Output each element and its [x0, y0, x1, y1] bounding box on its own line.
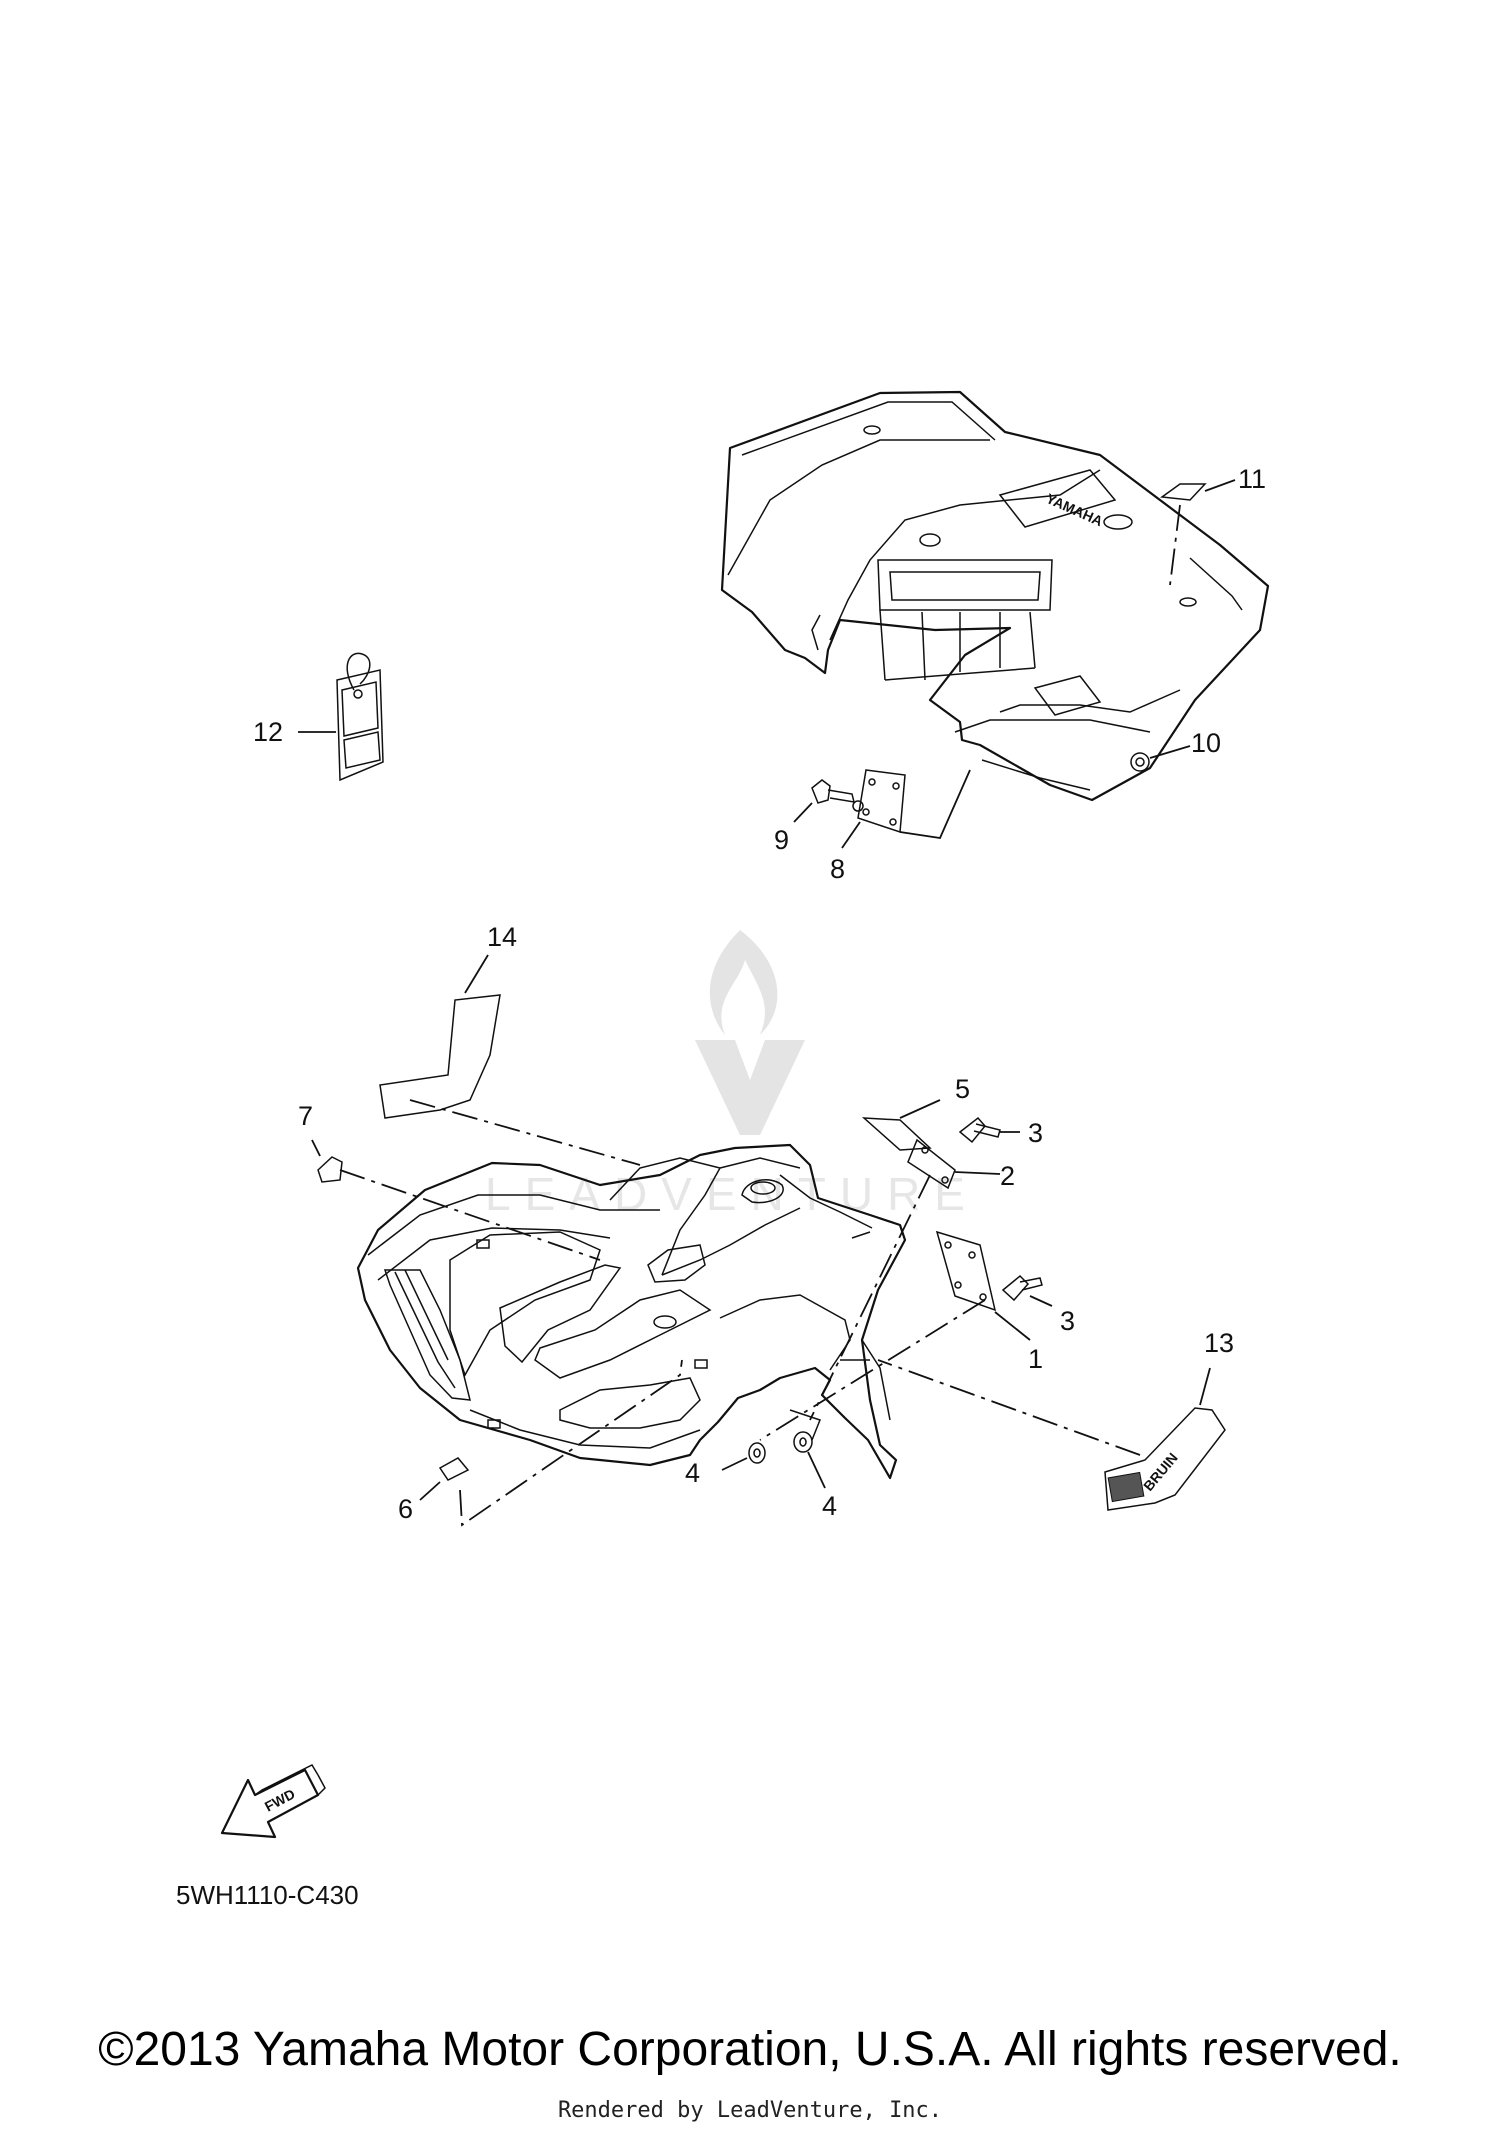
part-3-rivet-top: [958, 1116, 1001, 1144]
front-fender: [356, 1143, 907, 1480]
part-1-plate: [935, 1230, 997, 1312]
rear-fender: YAMAHA: [720, 390, 1270, 802]
callout-7: 7: [298, 1101, 313, 1131]
part-4-grommet-right: [793, 1431, 813, 1453]
callout-10: 10: [1191, 728, 1221, 758]
callout-9: 9: [774, 825, 789, 855]
leadventure-watermark: LEADVENTURE: [485, 930, 979, 1220]
part-10-grommet: [1130, 752, 1150, 772]
callout-2: 2: [1000, 1161, 1015, 1191]
part-6-decal: [438, 1457, 470, 1481]
part-14-decal: [379, 994, 501, 1119]
callout-4-right: 4: [822, 1491, 837, 1521]
part-7-decal: [317, 1156, 343, 1183]
callout-1: 1: [1028, 1344, 1043, 1374]
part-9-rivet: [811, 779, 864, 812]
fwd-arrow-icon: FWD: [220, 1764, 326, 1839]
part-4-grommet-left: [748, 1442, 766, 1464]
rendered-by-credit: Rendered by LeadVenture, Inc.: [557, 2098, 943, 2123]
callout-12: 12: [253, 717, 283, 747]
watermark-flame-icon: [709, 930, 778, 1035]
callout-3-top: 3: [1028, 1118, 1043, 1148]
bruin-decal-text: BRUIN: [1140, 1450, 1181, 1494]
callout-11: 11: [1238, 464, 1266, 494]
callout-4-left: 4: [685, 1458, 700, 1488]
callout-5: 5: [955, 1074, 970, 1104]
part-2-plate: [907, 1138, 956, 1190]
part-5-decal: [861, 1117, 932, 1151]
callout-8: 8: [830, 854, 845, 884]
part-12-tag: [336, 652, 384, 782]
callout-6: 6: [398, 1494, 413, 1524]
yamaha-decal-text: YAMAHA: [1044, 490, 1105, 529]
copyright-notice: ©2013 Yamaha Motor Corporation, U.S.A. A…: [98, 2023, 1402, 2076]
part-8-plate: [857, 769, 906, 834]
watermark-text: LEADVENTURE: [485, 1168, 979, 1220]
callout-3-lower: 3: [1060, 1306, 1075, 1336]
part-13-bruin-decal: BRUIN: [1104, 1407, 1226, 1511]
callout-14: 14: [487, 922, 517, 952]
diagram-code: 5WH1110-C430: [176, 1880, 359, 1910]
part-11-decal: [1159, 483, 1207, 501]
callout-13: 13: [1204, 1328, 1234, 1358]
part-3-rivet-lower: [1001, 1274, 1043, 1302]
watermark-v-icon: [695, 1040, 805, 1135]
